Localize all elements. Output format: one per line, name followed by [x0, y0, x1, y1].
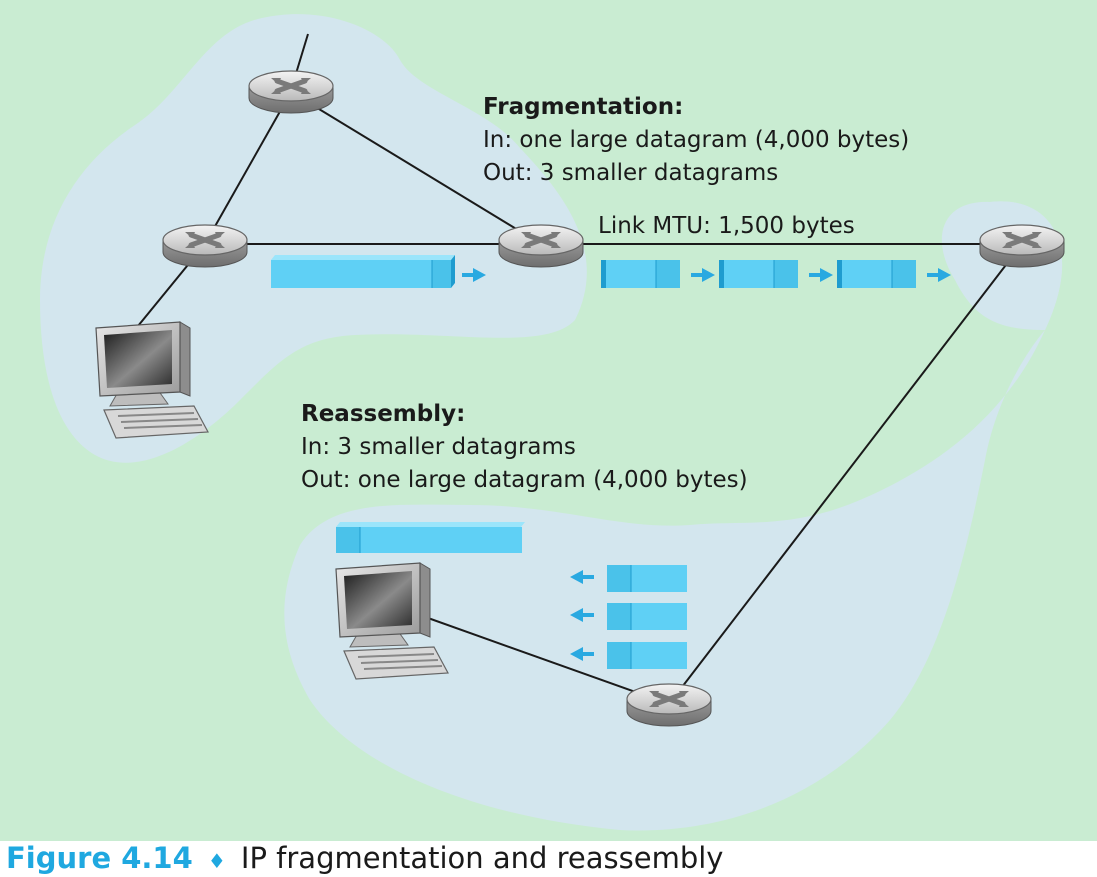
- caption-bar: [0, 841, 1097, 877]
- large-datagram: [271, 255, 455, 288]
- incoming-fragment: [607, 642, 687, 669]
- reassembly-title: Reassembly:: [301, 401, 465, 427]
- datagram-fragment: [837, 260, 916, 288]
- figure-number: Figure 4.14: [6, 841, 193, 875]
- router-icon: [499, 225, 583, 267]
- caption-separator: ♦: [208, 849, 226, 873]
- datagram-fragment: [719, 260, 798, 288]
- destination-network-cloud: [284, 201, 1063, 831]
- fragmentation-title: Fragmentation:: [483, 94, 683, 120]
- router-icon: [249, 71, 333, 113]
- fragmentation-out: Out: 3 smaller datagrams: [483, 160, 778, 186]
- incoming-fragment: [607, 565, 687, 592]
- router-icon: [980, 225, 1064, 267]
- incoming-fragment: [607, 603, 687, 630]
- router-icon: [163, 225, 247, 267]
- figure-caption: Figure 4.14 ♦ IP fragmentation and reass…: [6, 841, 723, 875]
- reassembly-in: In: 3 smaller datagrams: [301, 434, 576, 460]
- caption-text: IP fragmentation and reassembly: [241, 841, 724, 875]
- reassembled-datagram: [336, 522, 525, 553]
- router-icon: [627, 684, 711, 726]
- link-mtu-label: Link MTU: 1,500 bytes: [598, 213, 855, 239]
- reassembly-out: Out: one large datagram (4,000 bytes): [301, 467, 748, 493]
- fragmentation-in: In: one large datagram (4,000 bytes): [483, 127, 909, 153]
- datagram-fragment: [601, 260, 680, 288]
